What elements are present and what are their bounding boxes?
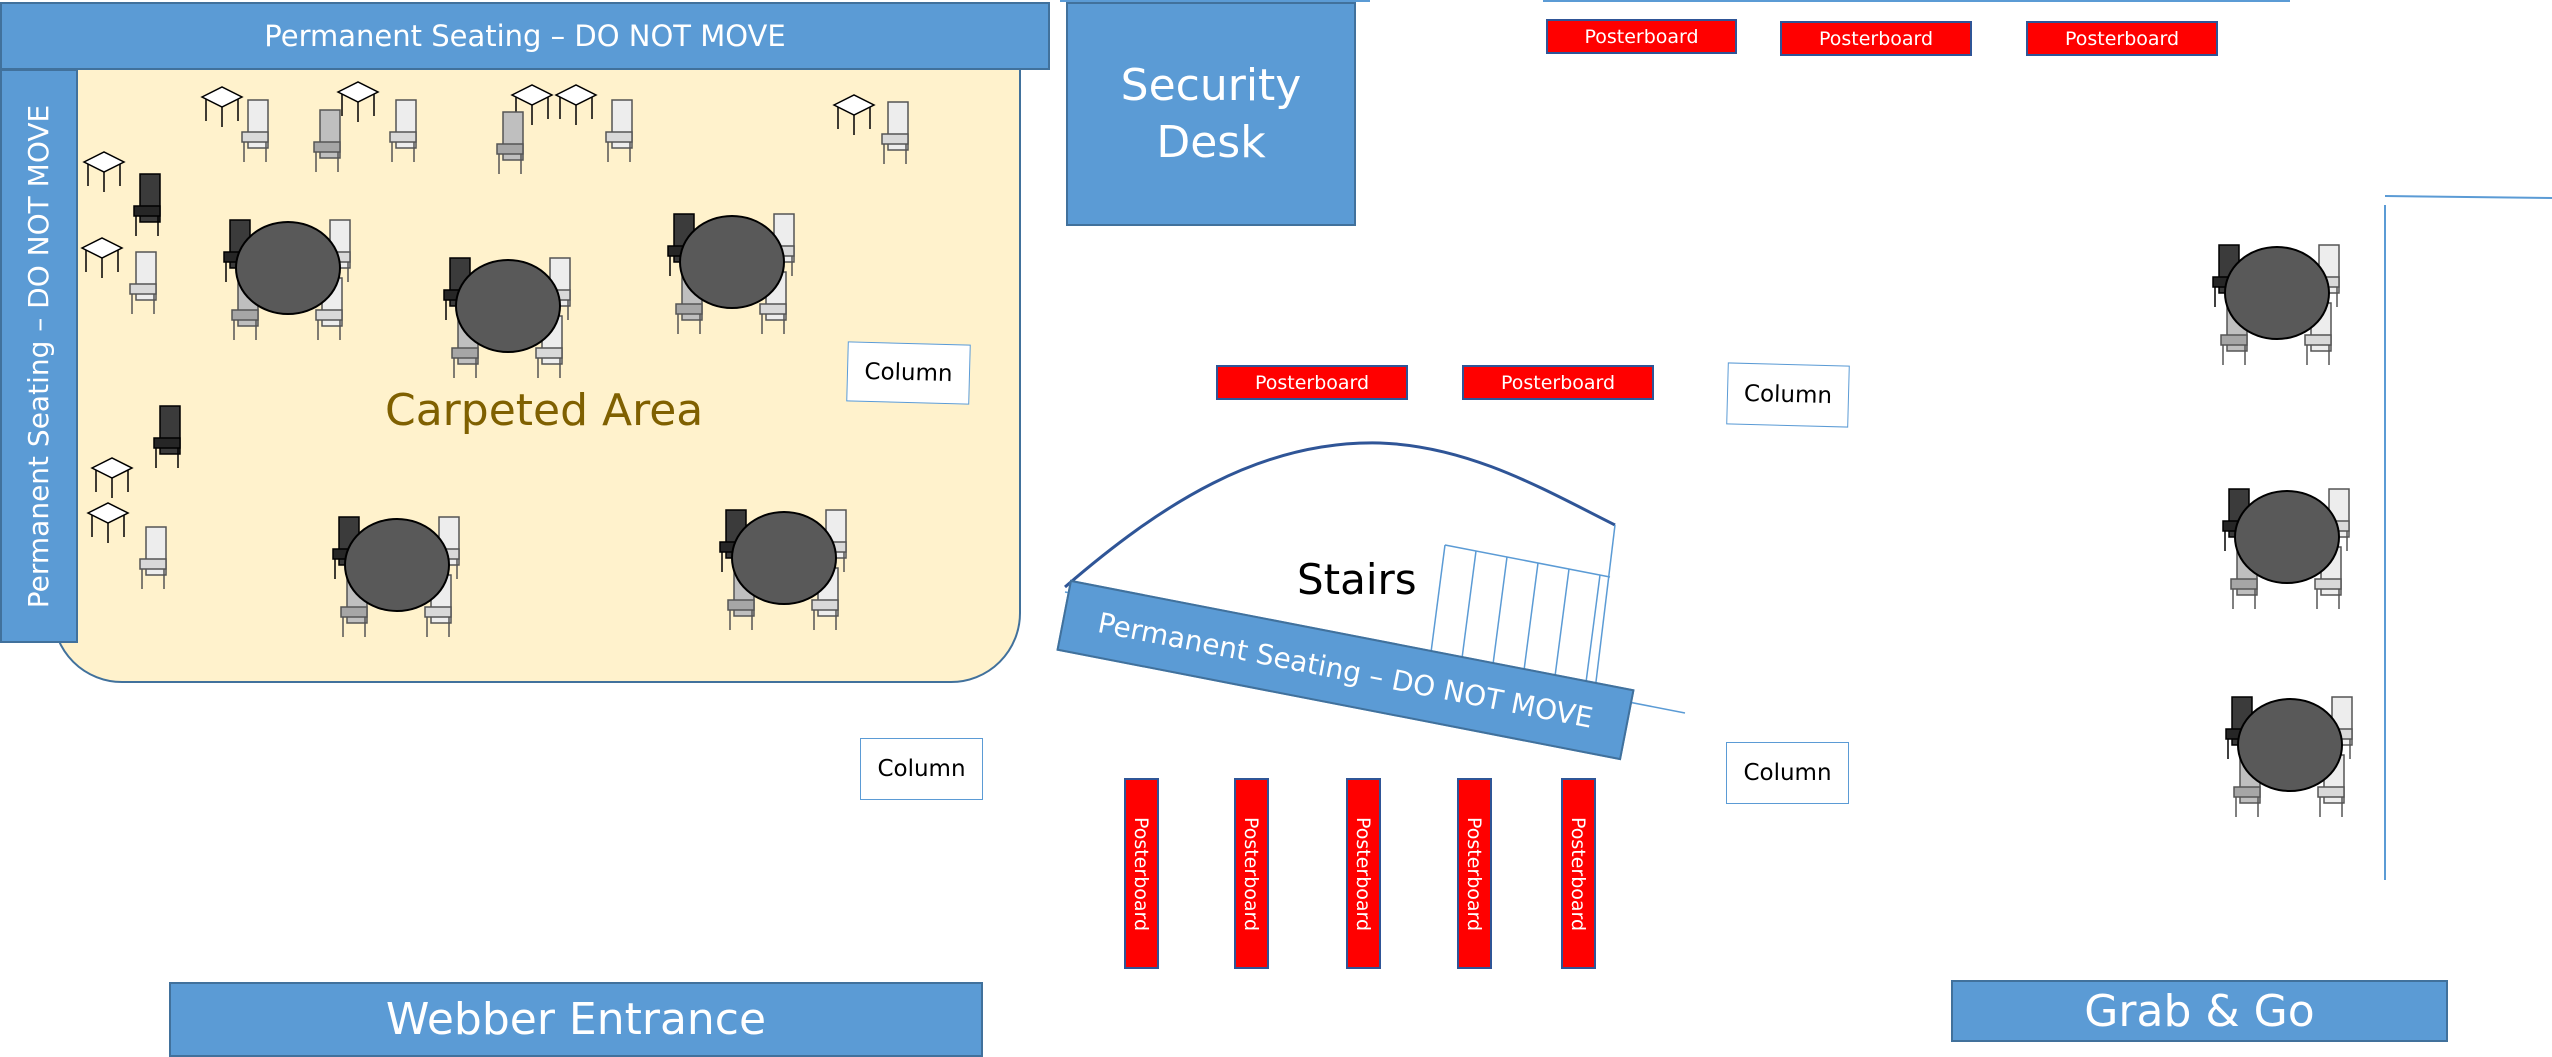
posterboard-label: Posterboard (1500, 371, 1616, 394)
permanent-seating-left-label: Permanent Seating – DO NOT MOVE (22, 104, 56, 608)
posterboard-label: Posterboard (1584, 25, 1699, 48)
carpeted-area-label: Carpeted Area (385, 385, 704, 436)
column-carpet: Column (846, 341, 971, 405)
stairs-label: Stairs (1297, 555, 1417, 604)
column-label: Column (1743, 380, 1833, 410)
column-lower-right: Column (1726, 742, 1849, 804)
webber-entrance-label: Webber Entrance (385, 994, 767, 1045)
posterboard-vertical-2: Posterboard (1234, 778, 1269, 969)
posterboard-label: Posterboard (1567, 816, 1590, 931)
webber-entrance: Webber Entrance (169, 982, 983, 1057)
posterboard-mid-2: Posterboard (1462, 365, 1654, 400)
posterboard-label: Posterboard (1254, 371, 1370, 394)
posterboard-label: Posterboard (2064, 27, 2180, 50)
column-label: Column (877, 756, 966, 782)
posterboard-label: Posterboard (1463, 816, 1486, 931)
posterboard-label: Posterboard (1130, 816, 1153, 931)
posterboard-top-3: Posterboard (2026, 21, 2218, 56)
column-lower-left: Column (860, 738, 983, 800)
security-desk-label-line2: Desk (1156, 117, 1266, 168)
posterboard-top-1: Posterboard (1546, 19, 1737, 54)
security-desk: Security Desk (1066, 2, 1356, 226)
permanent-seating-top: Permanent Seating – DO NOT MOVE (0, 2, 1050, 70)
posterboard-vertical-1: Posterboard (1124, 778, 1159, 969)
column-label: Column (864, 358, 953, 388)
column-label: Column (1743, 760, 1832, 786)
posterboard-label: Posterboard (1352, 816, 1375, 931)
posterboard-mid-1: Posterboard (1216, 365, 1408, 400)
security-desk-label-line1: Security (1120, 59, 1302, 111)
column-mid-right: Column (1726, 362, 1850, 428)
posterboard-vertical-3: Posterboard (1346, 778, 1381, 969)
posterboard-vertical-4: Posterboard (1457, 778, 1492, 969)
posterboard-vertical-5: Posterboard (1561, 778, 1596, 969)
permanent-seating-top-label: Permanent Seating – DO NOT MOVE (264, 19, 786, 53)
grab-and-go: Grab & Go (1951, 980, 2448, 1042)
grab-and-go-label: Grab & Go (2084, 985, 2315, 1037)
posterboard-top-2: Posterboard (1780, 21, 1972, 56)
permanent-seating-left: Permanent Seating – DO NOT MOVE (0, 69, 78, 643)
posterboard-label: Posterboard (1240, 816, 1263, 931)
posterboard-label: Posterboard (1818, 27, 1934, 50)
